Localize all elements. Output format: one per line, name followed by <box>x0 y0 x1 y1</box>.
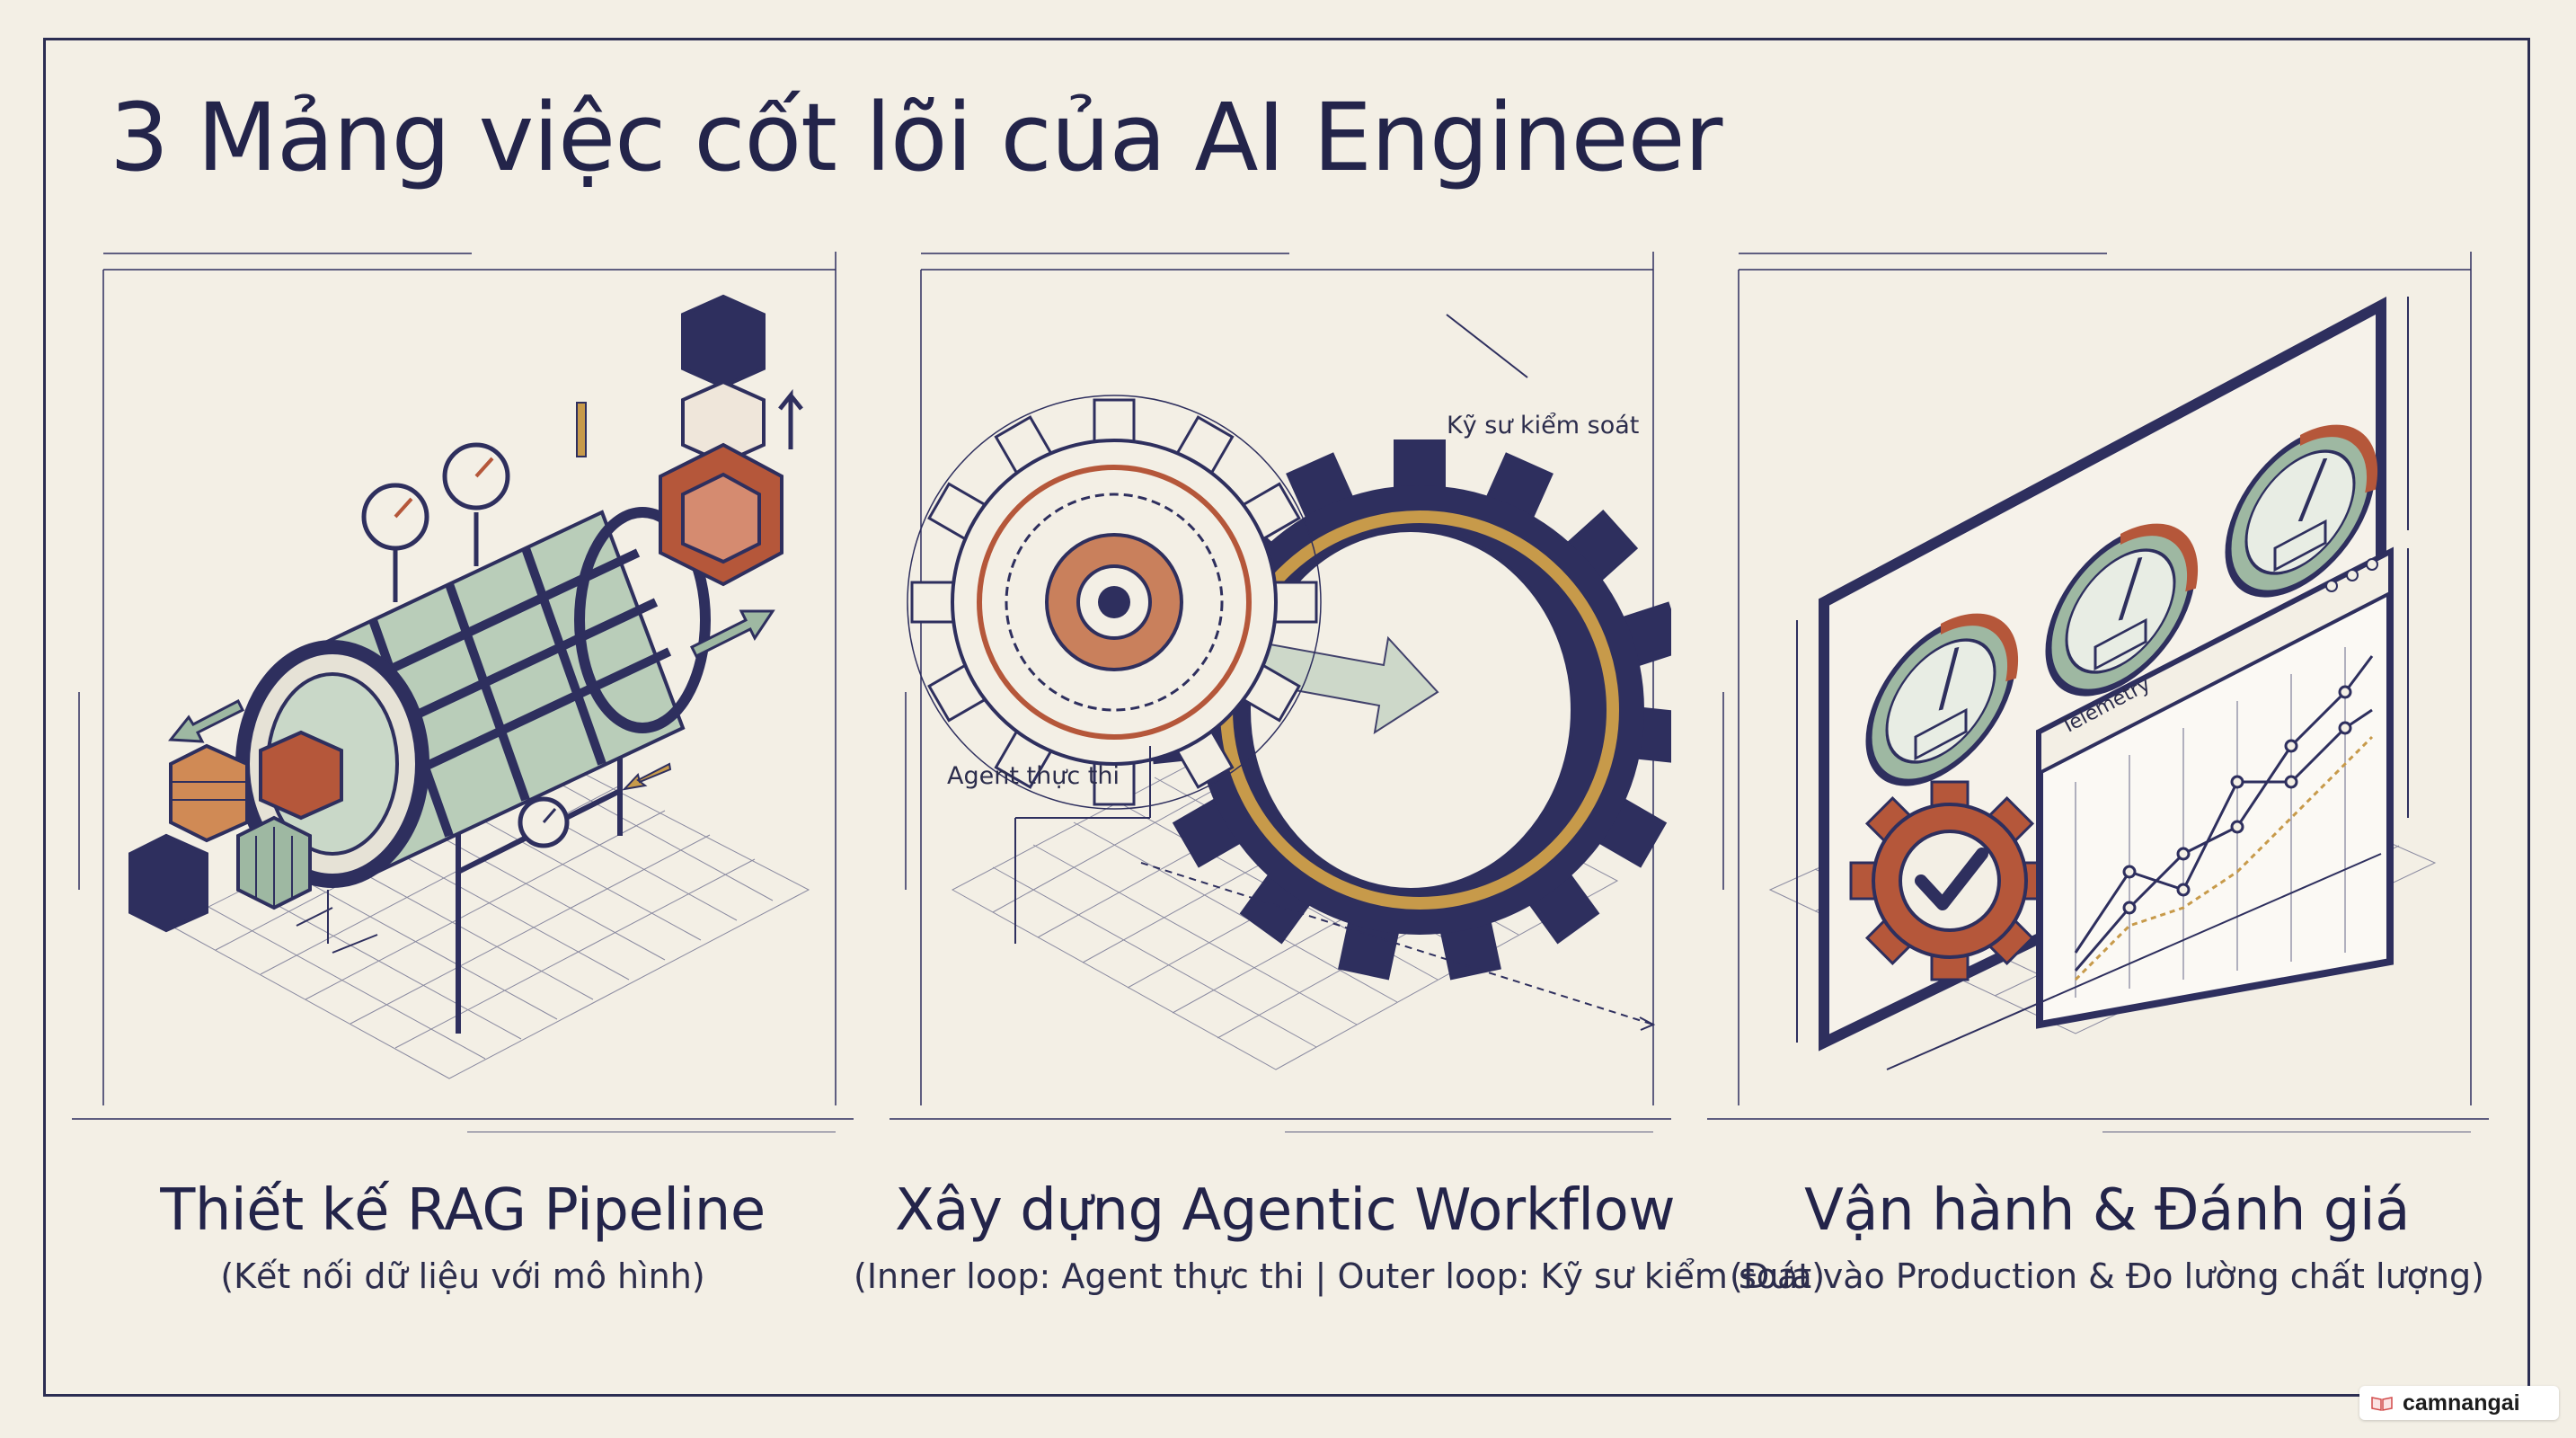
caption-rag-pipeline: Thiết kế RAG Pipeline (Kết nối dữ liệu v… <box>31 1177 894 1296</box>
annotation-outer-loop: Kỹ sư kiểm soát <box>1447 412 1640 439</box>
agentic-gears-icon <box>890 252 1671 1132</box>
caption-agentic-subheading: (Inner loop: Agent thực thi | Outer loop… <box>854 1256 1826 1296</box>
telemetry-dashboard-icon <box>1707 252 2489 1132</box>
annotation-inner-loop: Agent thực thi <box>947 762 1120 790</box>
caption-rag-heading: Thiết kế RAG Pipeline <box>160 1177 766 1244</box>
caption-operations-subheading: (Đưa vào Production & Đo lường chất lượn… <box>1730 1256 2484 1296</box>
brand-badge[interactable]: camnangai <box>2359 1386 2559 1420</box>
caption-operations-evaluation: Vận hành & Đánh giá (Đưa vào Production … <box>1676 1177 2538 1296</box>
page-title: 3 Mảng việc cốt lõi của AI Engineer <box>110 83 1722 192</box>
book-logo-icon <box>2371 1397 2393 1411</box>
outer-frame <box>43 38 2530 1397</box>
caption-operations-heading: Vận hành & Đánh giá <box>1804 1177 2410 1244</box>
rag-pipeline-icon <box>72 252 854 1132</box>
panel-agentic-workflow <box>881 243 1671 1132</box>
panel-rag-pipeline <box>63 243 854 1132</box>
caption-agentic-heading: Xây dựng Agentic Workflow <box>894 1177 1676 1244</box>
caption-agentic-workflow: Xây dựng Agentic Workflow (Inner loop: A… <box>854 1177 1826 1296</box>
panel-operations-evaluation <box>1698 243 2489 1132</box>
brand-name: camnangai <box>2403 1389 2520 1416</box>
caption-rag-subheading: (Kết nối dữ liệu với mô hình) <box>220 1256 705 1296</box>
